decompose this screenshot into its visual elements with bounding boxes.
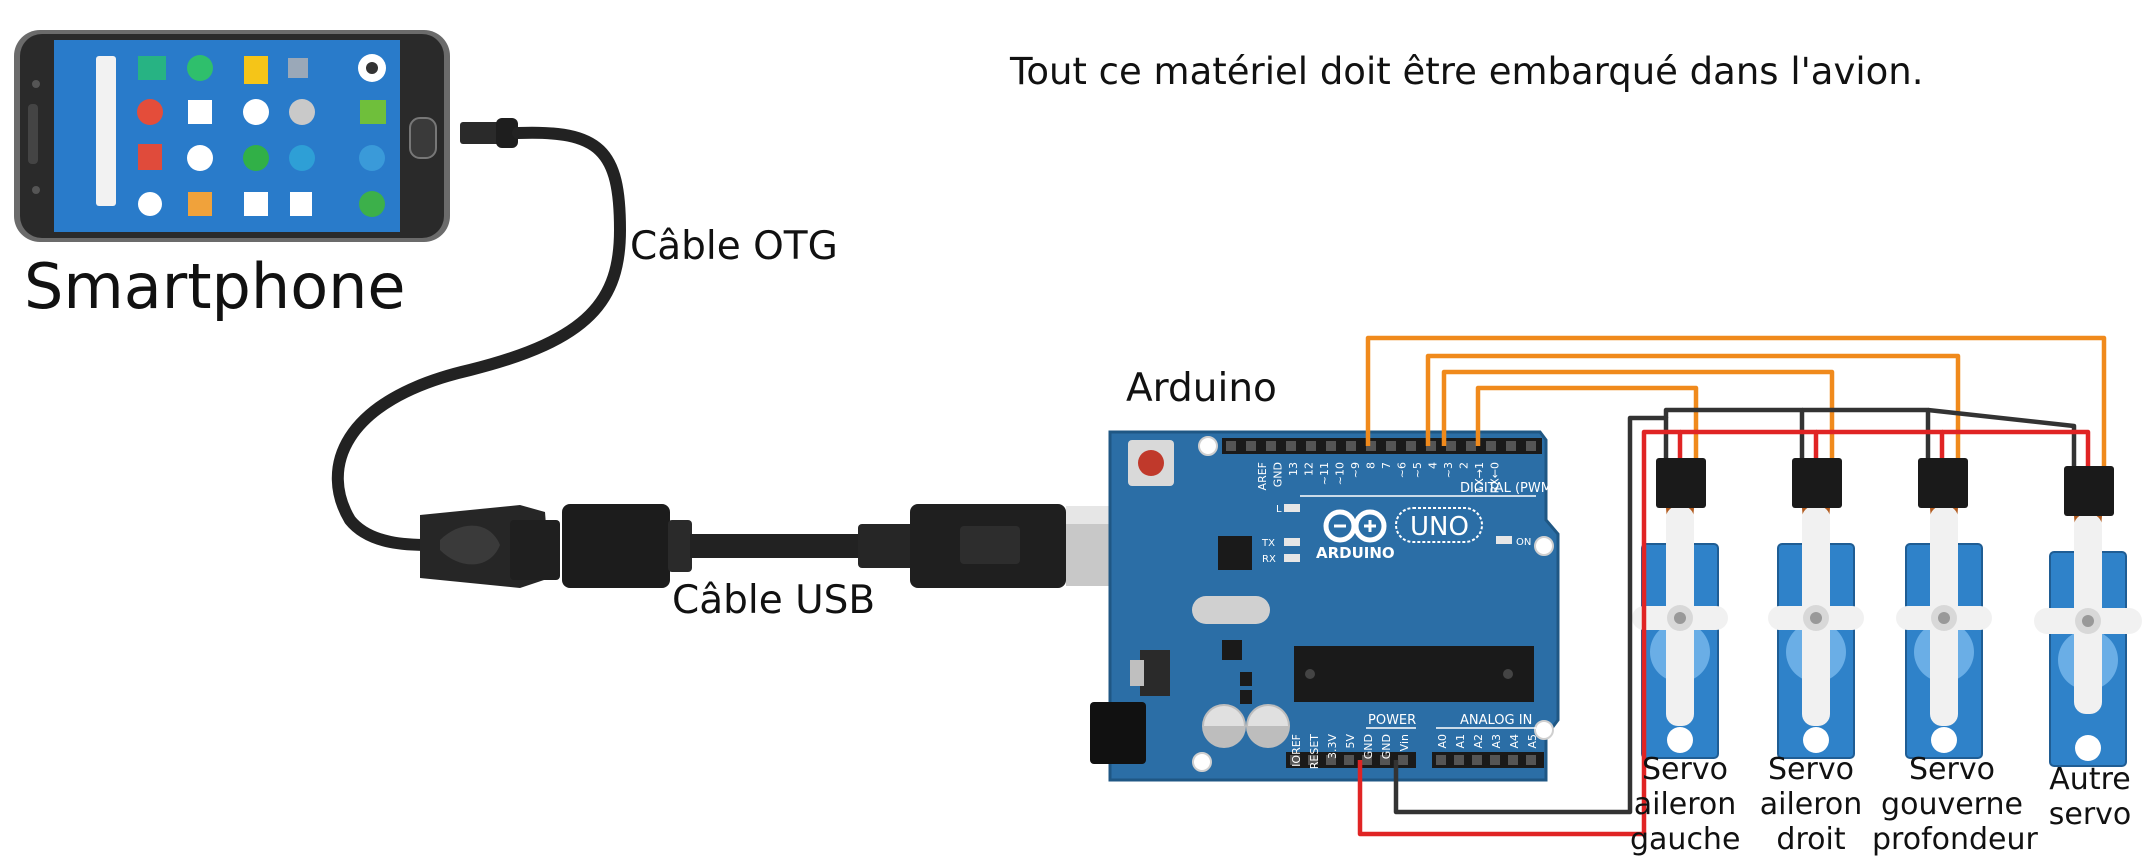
servo-2-label: Servo aileron droit [1756,752,1866,857]
usb-cable [562,504,1176,588]
digital-pin-label-3: 12 [1303,462,1316,476]
smartphone-label: Smartphone [24,250,406,323]
digital-pin-label-10: ~5 [1411,462,1424,478]
arduino-board: DIGITAL (PWM~) L TX RX ARDUINO UNO ON [1090,432,1568,780]
power-pin-label-3: 5V [1344,734,1357,749]
servo-2 [1768,506,1864,758]
otg-cable-label: Câble OTG [630,224,838,269]
digital-pin-label-1: GND [1272,462,1285,487]
servo-1-line3: gauche [1630,822,1740,857]
digital-pin-label-4: ~11 [1318,462,1331,485]
digital-pin-label-9: ~6 [1396,462,1409,478]
servo-3-label: Servo gouverne profondeur [1872,752,2032,857]
power-pin-label-0: IOREF [1290,734,1303,767]
analog-header-label: ANALOG IN [1460,713,1532,728]
servo-3-line3: profondeur [1872,822,2032,857]
led-rx-label: RX [1262,554,1276,565]
power-pin-label-5: GND [1380,734,1393,759]
analog-pin-label-5: A5 [1526,734,1539,749]
arduino-label: Arduino [1126,366,1277,411]
power-pin-label-4: GND [1362,734,1375,759]
servo-4-line2: servo [2040,797,2140,832]
power-header-label: POWER [1368,713,1416,728]
led-l-label: L [1276,504,1282,515]
analog-pin-label-3: A3 [1490,734,1503,749]
led-on-label: ON [1516,537,1531,548]
analog-pin-label-4: A4 [1508,734,1521,749]
servo-1-line1: Servo [1630,752,1740,787]
digital-pin-label-13: 2 [1458,462,1471,469]
power-pin-label-2: 3.3V [1326,734,1339,759]
digital-pin-label-8: 7 [1380,462,1393,469]
servo-4-line1: Autre [2040,762,2140,797]
digital-pin-label-6: ~9 [1349,462,1362,478]
servo-connectors [1656,458,2114,516]
servo-2-line1: Servo [1756,752,1866,787]
smartphone-icon [14,30,450,242]
embedded-note: Tout ce matériel doit être embarqué dans… [1010,50,1923,93]
digital-pin-label-11: 4 [1427,462,1440,469]
power-pin-label-1: RESET [1308,734,1321,770]
digital-pin-label-14: TX→1 [1473,462,1486,493]
analog-pin-label-2: A2 [1472,734,1485,749]
servo-3-line1: Servo [1872,752,2032,787]
analog-pin-label-0: A0 [1436,734,1449,749]
servo-3-line2: gouverne [1872,787,2032,822]
board-model: UNO [1410,512,1469,542]
digital-pin-label-2: 13 [1287,462,1300,476]
servo-4-label: Autre servo [2040,762,2140,832]
board-brand: ARDUINO [1316,544,1395,562]
analog-pin-label-1: A1 [1454,734,1467,749]
servo-4 [2034,514,2142,766]
digital-pin-label-15: RX←0 [1489,462,1502,493]
servo-1-label: Servo aileron gauche [1630,752,1740,857]
digital-pin-label-0: AREF [1256,462,1269,490]
servo-1-line2: aileron [1630,787,1740,822]
power-pin-label-6: Vin [1398,734,1411,751]
digital-pin-label-7: 8 [1365,462,1378,469]
servo-2-line2: aileron [1756,787,1866,822]
usb-cable-label: Câble USB [672,578,875,623]
servo-3 [1896,506,1992,758]
servo-1 [1632,506,1728,758]
digital-pin-label-5: ~10 [1334,462,1347,485]
digital-pin-label-12: ~3 [1442,462,1455,478]
led-tx-label: TX [1261,538,1275,549]
servo-2-line3: droit [1756,822,1866,857]
